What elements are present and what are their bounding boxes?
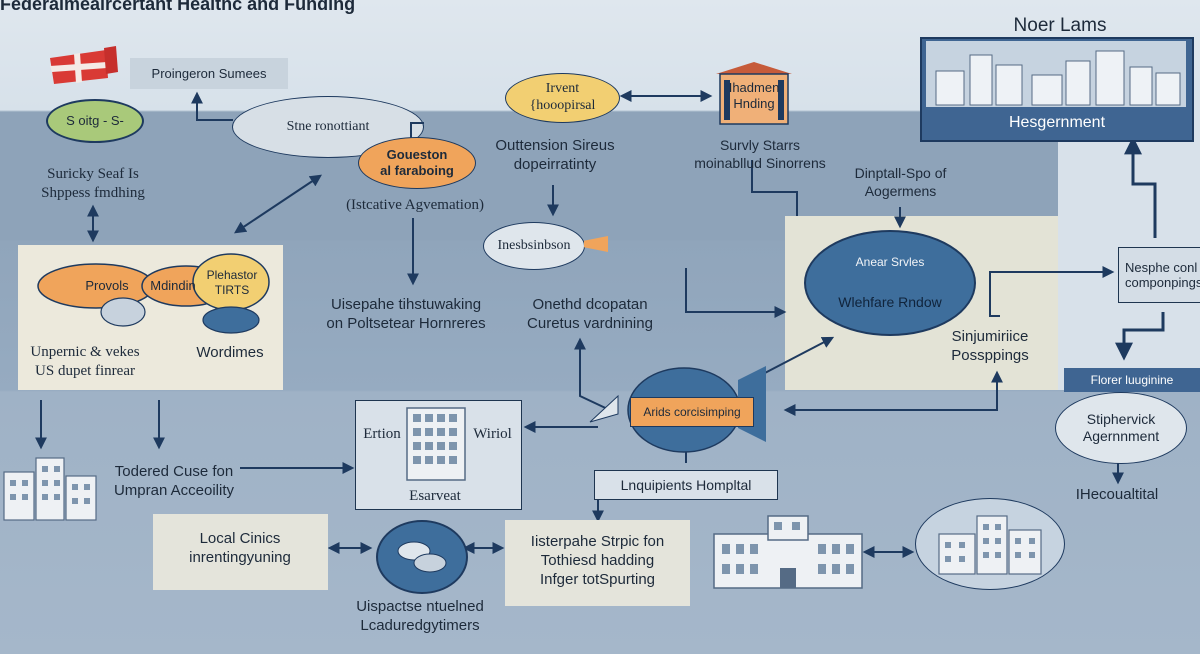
pin-icon (410, 122, 424, 138)
mdindin-label: Mdindin (150, 278, 196, 293)
pill-icon (397, 541, 447, 573)
top-right-title: Noer Lams (1013, 15, 1107, 36)
campus-building-icon (938, 515, 1042, 575)
ihecoualtital-label: IHecoualtital (1075, 486, 1159, 503)
esarveat-label: Esarveat (409, 488, 461, 504)
florer-box: Florer luuginine (1064, 368, 1200, 392)
flag-icon (50, 46, 118, 84)
irvent-node: Irvent{hooopirsal (505, 73, 620, 123)
right-campus-node (915, 498, 1065, 590)
s-oitg-node: S oitg - S- (46, 99, 144, 143)
stne-label: Stne ronottiant (286, 118, 370, 134)
inesbsinbson-label: Inesbsinbson (497, 237, 571, 253)
istcative-label: (Istcative Agvemation) (346, 197, 484, 213)
preangeron-box: Proingeron Sumees (130, 58, 288, 89)
office-building-icon (406, 407, 466, 481)
page-title: Federalmealrcertant Healtnc and Funding (0, 0, 356, 14)
wordimes-label: Wordimes (196, 344, 264, 361)
inesbsinbson-node: Inesbsinbson (483, 222, 585, 270)
hesgernment-label: Hesgernment (1008, 114, 1106, 131)
provols-label: Provols (85, 278, 129, 293)
hospital-complex-icon (713, 515, 863, 589)
city-skyline-icon (926, 41, 1186, 107)
bank-building-icon (716, 62, 792, 125)
stne-node: Stne ronottiant (232, 96, 424, 158)
anear-node: Anear Srvles Wlehfare Rndow (804, 230, 976, 336)
local-clinics-panel (153, 514, 328, 590)
s-oitg-label: S oitg - S- (66, 113, 124, 129)
wiriol-label: Wiriol (473, 426, 512, 442)
uispactse-node (376, 520, 468, 594)
ertion-label: Ertion (363, 426, 401, 442)
left-buildings-icon (3, 457, 97, 521)
lnquipients-box: Lnquipients Hompltal (594, 470, 778, 500)
preangeron-label: Proingeron Sumees (151, 66, 267, 81)
cloud-cluster-icon (37, 253, 270, 334)
hesgernment-card: Hesgernment (920, 37, 1194, 142)
arids-banner: Arids corcisimping (630, 397, 754, 427)
iisterpahe-panel (505, 520, 690, 606)
funnel-icon (584, 236, 608, 252)
